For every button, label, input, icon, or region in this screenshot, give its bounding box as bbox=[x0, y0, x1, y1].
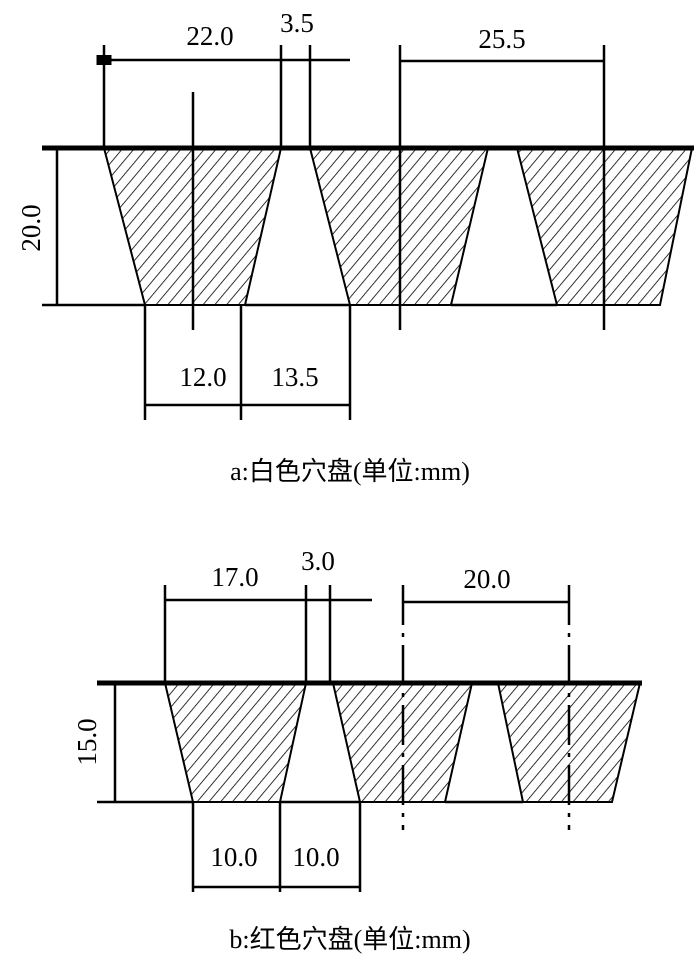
caption-a: a:白色穴盘(单位:mm) bbox=[230, 457, 470, 486]
dim-bottom-gap: 10.0 bbox=[292, 842, 339, 872]
dim-pitch: 20.0 bbox=[463, 564, 510, 594]
dim-pitch: 25.5 bbox=[478, 24, 525, 54]
dim-top-width: 17.0 bbox=[211, 562, 258, 592]
dim-gap: 3.5 bbox=[280, 8, 314, 38]
caption-b: b:红色穴盘(单位:mm) bbox=[229, 925, 470, 954]
dim-bottom-width: 10.0 bbox=[210, 842, 257, 872]
dim-bottom-width: 12.0 bbox=[179, 362, 226, 392]
dim-depth: 15.0 bbox=[72, 718, 102, 765]
cell-1 bbox=[163, 682, 308, 803]
diagram-a-white-tray: 22.0 3.5 25.5 20.0 12.0 13.5 a:白色穴盘(单位:m… bbox=[16, 8, 694, 486]
dim-bottom-gap: 13.5 bbox=[271, 362, 318, 392]
dim-gap: 3.0 bbox=[301, 546, 335, 576]
diagram-b-red-tray: 17.0 3.0 20.0 15.0 10.0 10.0 b:红色穴盘(单位:m… bbox=[72, 546, 642, 954]
dim-top-width: 22.0 bbox=[186, 21, 233, 51]
dim-depth: 20.0 bbox=[16, 204, 46, 251]
